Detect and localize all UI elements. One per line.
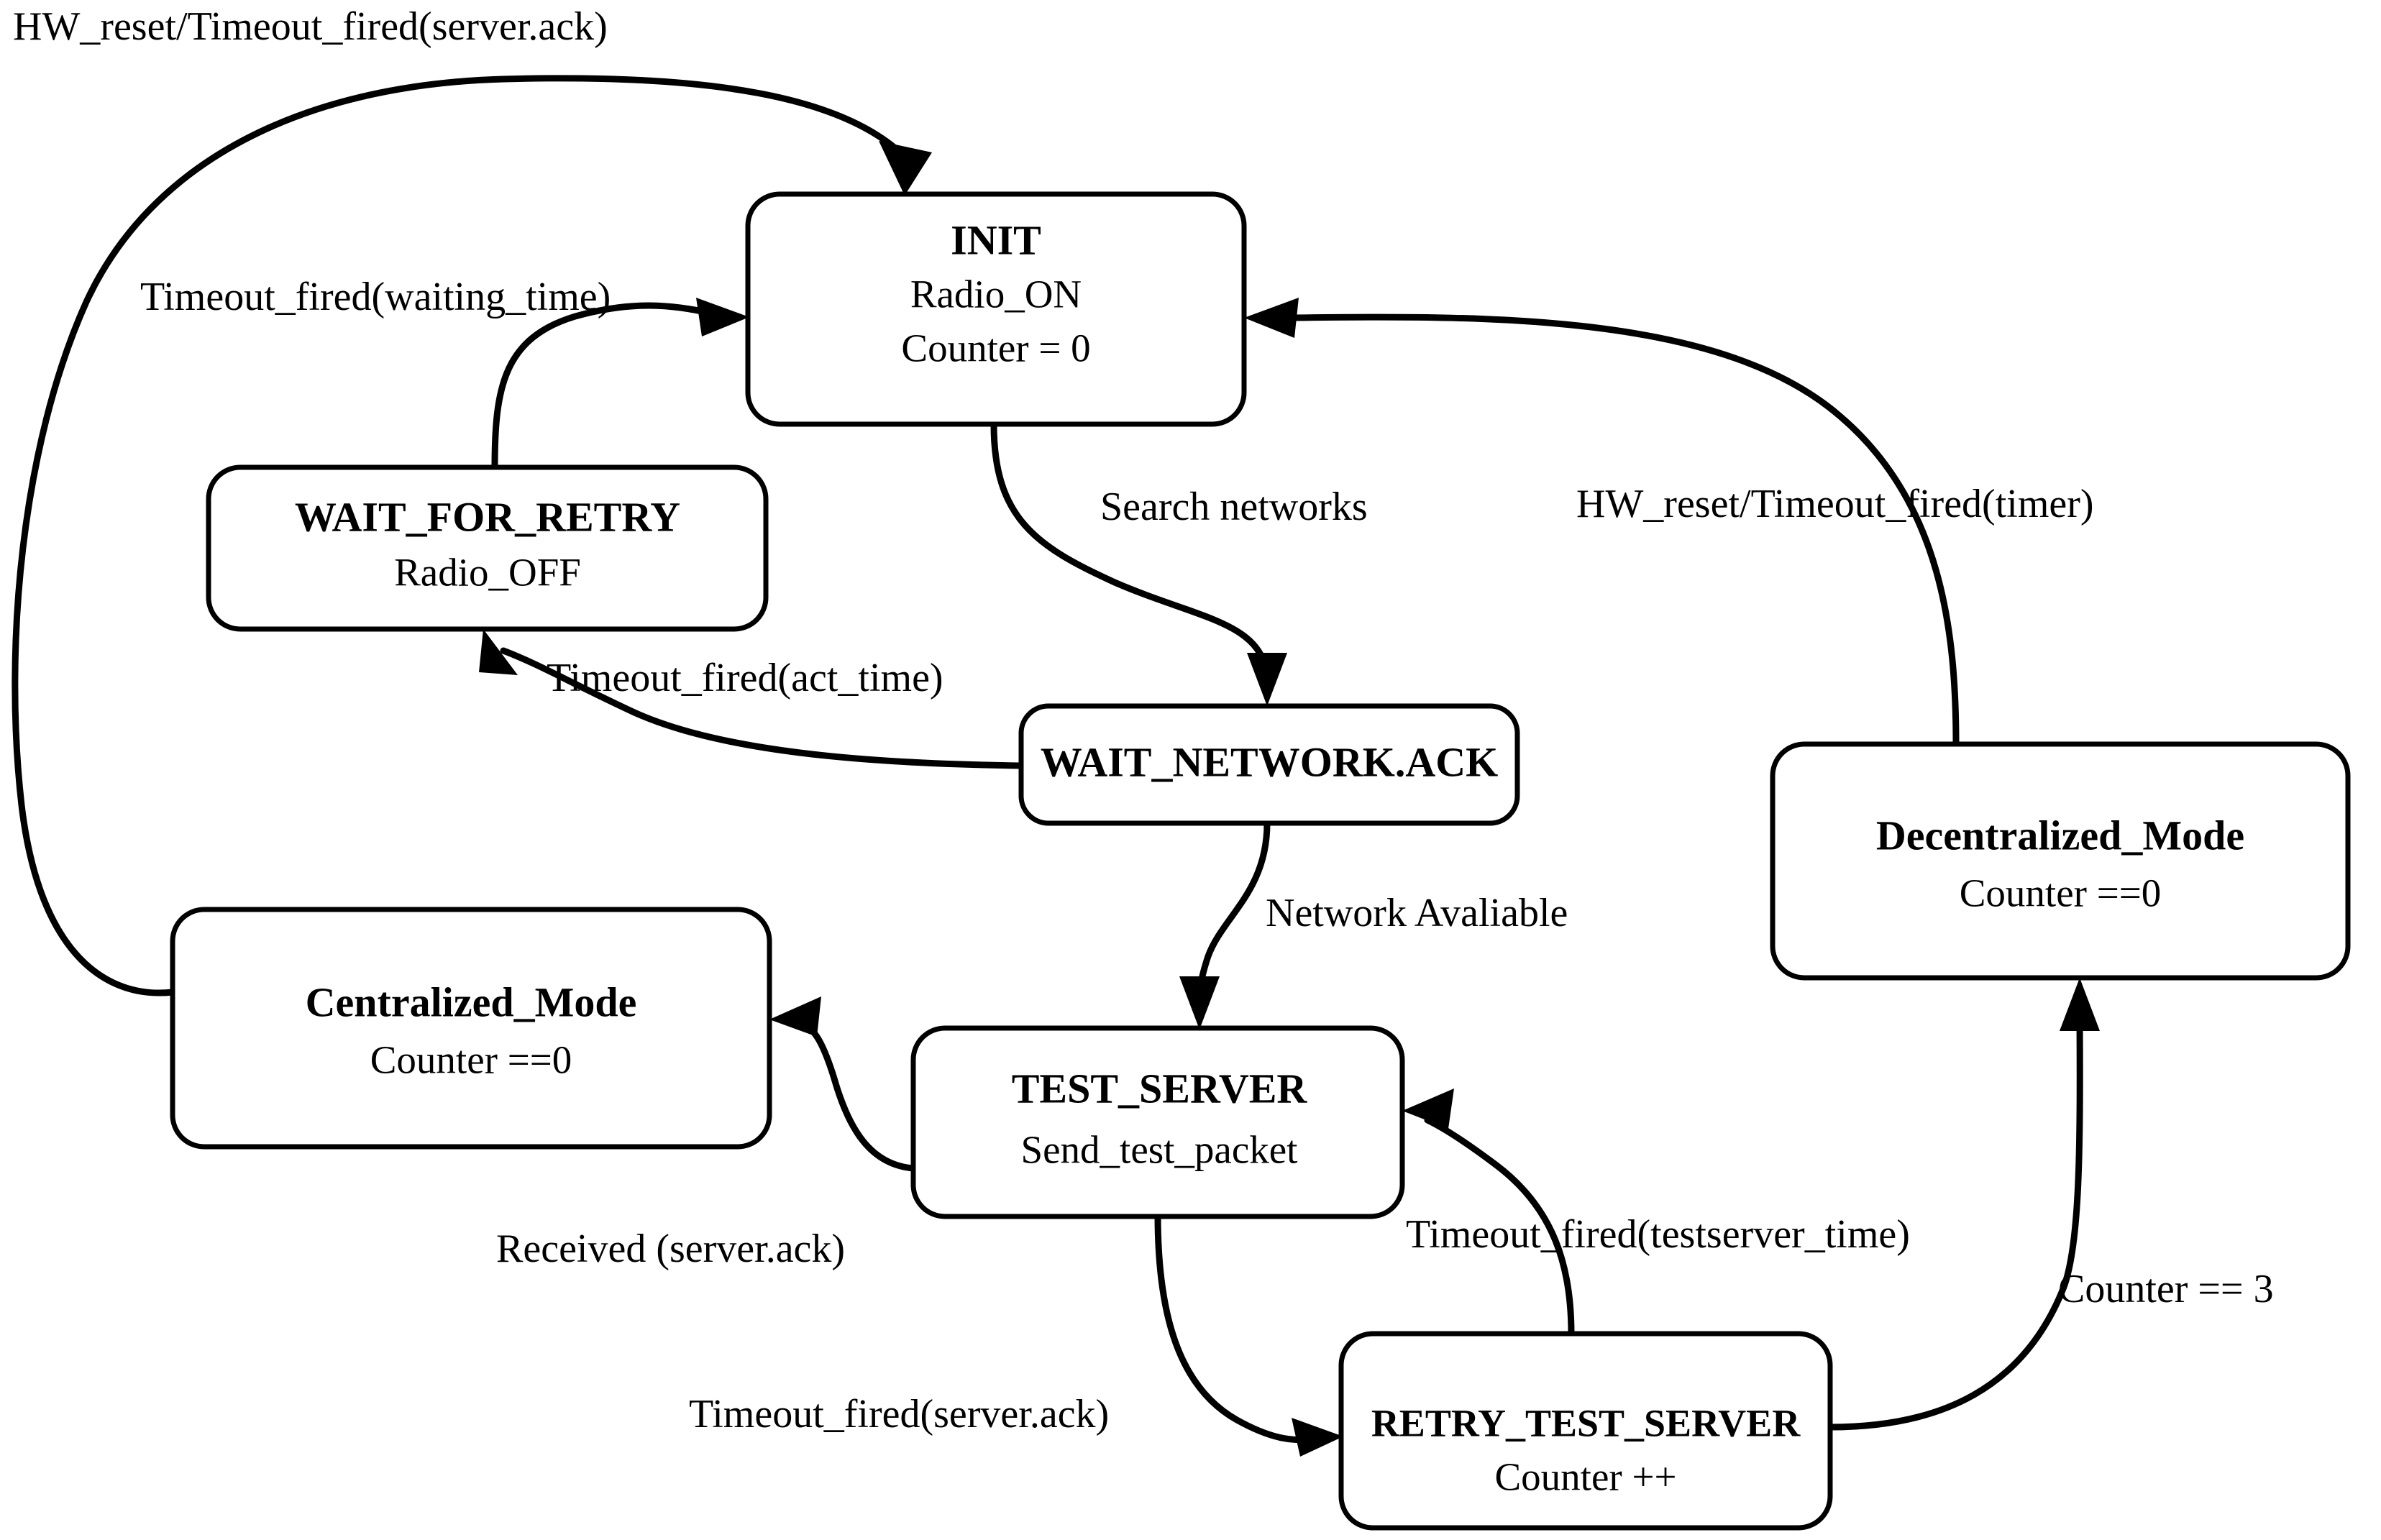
edge-path-centralized-to-init <box>12 75 906 996</box>
state-test-server[interactable]: TEST_SERVER Send_test_packet <box>910 1025 1405 1219</box>
transition-waitnetworkack-to-waitforretry <box>479 629 1025 769</box>
edge-label-retrytestserver-to-testserver: Timeout_fired(testserver_time) <box>1406 1212 1910 1257</box>
edge-label-init-to-waitnetworkack: Search networks <box>1100 485 1368 529</box>
state-decentralized-mode-box[interactable] <box>1770 741 2351 981</box>
arrowhead-retrytestserver-to-decentralized <box>2060 978 2100 1031</box>
edge-label-waitnetworkack-to-waitforretry: Timeout_fired(act_time) <box>547 656 943 700</box>
state-wait-network-ack-box[interactable] <box>1018 703 1520 826</box>
state-decentralized-mode-sub1: Counter ==0 <box>1960 871 2161 915</box>
arrowhead-init-to-waitnetworkack <box>1247 653 1287 706</box>
state-centralized-mode-label: Centralized_Mode <box>306 978 637 1025</box>
transition-decentralized-to-init <box>1244 298 1960 748</box>
edge-label-centralized-to-init: HW_reset/Timeout_fired(server.ack) <box>13 4 608 49</box>
arrowhead-testserver-to-centralized <box>769 996 821 1037</box>
edge-path-waitforretry-to-init <box>491 302 730 471</box>
edge-label-retrytestserver-to-decentralized: Counter == 3 <box>2058 1267 2274 1311</box>
state-wait-for-retry-box[interactable] <box>206 464 769 632</box>
transition-retrytestserver-to-testserver <box>1402 1088 1575 1337</box>
state-retry-test-server[interactable]: RETRY_TEST_SERVER Counter ++ <box>1338 1331 1833 1531</box>
state-retry-test-server-box[interactable] <box>1338 1331 1833 1531</box>
edge-label-decentralized-to-init: HW_reset/Timeout_fired(timer) <box>1576 482 2094 526</box>
transition-testserver-to-centralized <box>769 996 917 1172</box>
state-init-label: INIT <box>951 216 1041 263</box>
state-test-server-sub1: Send_test_packet <box>1021 1128 1298 1172</box>
transition-waitnetworkack-to-testserver <box>1179 820 1271 1030</box>
state-test-server-label: TEST_SERVER <box>1012 1065 1308 1112</box>
state-centralized-mode-sub1: Counter ==0 <box>370 1038 572 1082</box>
state-wait-for-retry[interactable]: WAIT_FOR_RETRY Radio_OFF <box>206 464 769 632</box>
state-decentralized-mode[interactable]: Decentralized_Mode Counter ==0 <box>1770 741 2351 981</box>
edge-label-waitforretry-to-init: Timeout_fired(waiting_time) <box>140 275 611 319</box>
edge-path-retrytestserver-to-testserver <box>1424 1117 1575 1337</box>
state-init-sub1: Radio_ON <box>910 272 1082 316</box>
transition-retrytestserver-to-decentralized <box>1827 978 2100 1431</box>
state-wait-network-ack-label: WAIT_NETWORK.ACK <box>1041 738 1498 785</box>
arrowhead-testserver-to-retrytestserver <box>1292 1418 1343 1457</box>
state-wait-network-ack[interactable]: WAIT_NETWORK.ACK <box>1018 703 1520 826</box>
edge-path-testserver-to-retrytestserver <box>1154 1211 1323 1444</box>
arrowhead-waitnetworkack-to-waitforretry <box>479 629 518 675</box>
edge-label-testserver-to-retrytestserver: Timeout_fired(server.ack) <box>689 1392 1109 1436</box>
state-decentralized-mode-label: Decentralized_Mode <box>1876 812 2244 858</box>
state-wait-for-retry-label: WAIT_FOR_RETRY <box>295 493 680 540</box>
arrowhead-retrytestserver-to-testserver <box>1402 1088 1454 1129</box>
state-centralized-mode[interactable]: Centralized_Mode Counter ==0 <box>170 907 772 1150</box>
transition-centralized-to-init <box>12 75 932 996</box>
state-centralized-mode-box[interactable] <box>170 907 772 1150</box>
state-init-sub2: Counter = 0 <box>901 326 1090 370</box>
state-wait-for-retry-sub1: Radio_OFF <box>394 551 581 595</box>
edge-path-init-to-waitnetworkack <box>990 421 1271 687</box>
state-retry-test-server-label: RETRY_TEST_SERVER <box>1371 1401 1801 1444</box>
edge-label-waitnetworkack-to-testserver: Network Avaliable <box>1266 891 1568 935</box>
edge-path-waitnetworkack-to-waitforretry <box>500 647 1025 769</box>
transition-init-to-waitnetworkack <box>990 421 1287 706</box>
transition-waitforretry-to-init <box>491 298 749 471</box>
state-init[interactable]: INIT Radio_ON Counter = 0 <box>745 191 1247 427</box>
state-retry-test-server-sub1: Counter ++ <box>1495 1455 1677 1499</box>
transition-testserver-to-retrytestserver <box>1154 1211 1343 1457</box>
state-init-box[interactable] <box>745 191 1247 427</box>
edge-path-testserver-to-centralized <box>791 1017 917 1172</box>
edge-path-decentralized-to-init <box>1291 313 1960 748</box>
edge-path-retrytestserver-to-decentralized <box>1827 1017 2083 1431</box>
state-test-server-box[interactable] <box>910 1025 1405 1219</box>
arrowhead-waitforretry-to-init <box>696 298 749 336</box>
edge-label-testserver-to-centralized: Received (server.ack) <box>496 1227 845 1271</box>
arrowhead-waitnetworkack-to-testserver <box>1179 976 1220 1030</box>
arrowhead-centralized-to-init <box>879 141 932 196</box>
arrowhead-decentralized-to-init <box>1244 298 1299 338</box>
